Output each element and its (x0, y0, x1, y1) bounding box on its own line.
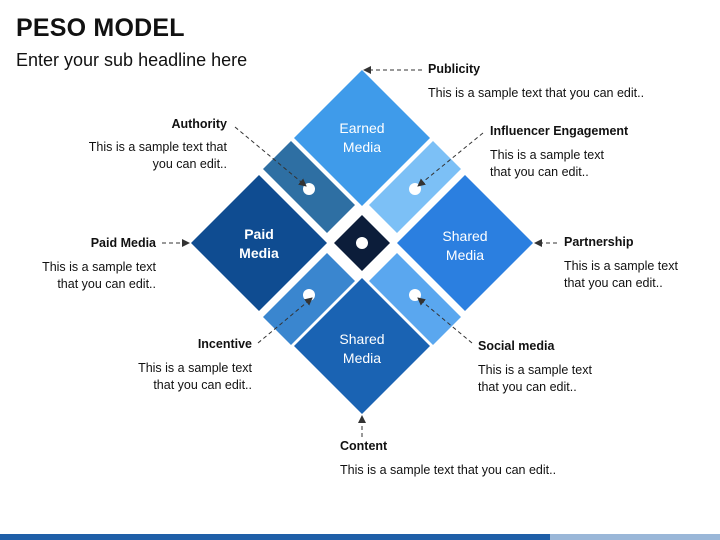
authority-text-line-2: you can edit.. (152, 157, 227, 171)
partnership-label: Partnership (564, 235, 634, 249)
earned-media-label-1: Earned (339, 120, 384, 136)
partnership-text-line-2: that you can edit.. (564, 276, 663, 290)
shared-media-bottom-quadrant (294, 278, 430, 414)
influencer-text-line-1: This is a sample text (490, 148, 604, 162)
influencer-engagement-label: Influencer Engagement (490, 124, 629, 138)
incentive-label: Incentive (197, 337, 252, 351)
authority-dot (303, 183, 315, 195)
authority-leader (234, 126, 307, 187)
content-label: Content (340, 439, 388, 453)
shared-media-right-label-2: Media (446, 247, 484, 263)
authority-label: Authority (171, 117, 227, 131)
paid-media-label-2: Media (239, 245, 279, 261)
partnership-text-line-1: This is a sample text (564, 259, 678, 273)
influencer-dot (409, 183, 421, 195)
shared-media-right-label-1: Shared (442, 228, 487, 244)
shared-media-bottom-label-2: Media (343, 350, 381, 366)
content-text: This is a sample text that you can edit.… (340, 463, 557, 477)
incentive-leader (257, 297, 313, 344)
footer-bar (0, 534, 720, 540)
paid-media-label-1: Paid (244, 226, 274, 242)
paid-media-callout-label: Paid Media (90, 236, 156, 250)
publicity-text: This is a sample text that you can edit.… (428, 86, 645, 100)
social-media-label: Social media (478, 339, 555, 353)
footer-bar-fade (550, 534, 720, 540)
social-media-leader (417, 297, 473, 344)
incentive-text-line-2: that you can edit.. (153, 378, 252, 392)
shared-media-right-quadrant (397, 175, 533, 311)
authority-text-line-1: This is a sample text that (88, 140, 227, 154)
earned-media-label-2: Media (343, 139, 381, 155)
incentive-text-line-1: This is a sample text (138, 361, 252, 375)
page-subtitle: Enter your sub headline here (16, 50, 248, 70)
page-title: PESO MODEL (16, 14, 185, 42)
influencer-text-line-2: that you can edit.. (490, 165, 589, 179)
paid-media-text-line-2: that you can edit.. (57, 277, 156, 291)
paid-media-quadrant (191, 175, 327, 311)
center-dot (356, 237, 368, 249)
publicity-label: Publicity (428, 62, 481, 76)
paid-media-text-line-1: This is a sample text (42, 260, 156, 274)
earned-media-quadrant (294, 70, 430, 206)
shared-media-bottom-label-1: Shared (339, 331, 384, 347)
social-media-dot (409, 289, 421, 301)
social-media-text-line-2: that you can edit.. (478, 380, 577, 394)
social-media-text-line-1: This is a sample text (478, 363, 592, 377)
incentive-dot (303, 289, 315, 301)
